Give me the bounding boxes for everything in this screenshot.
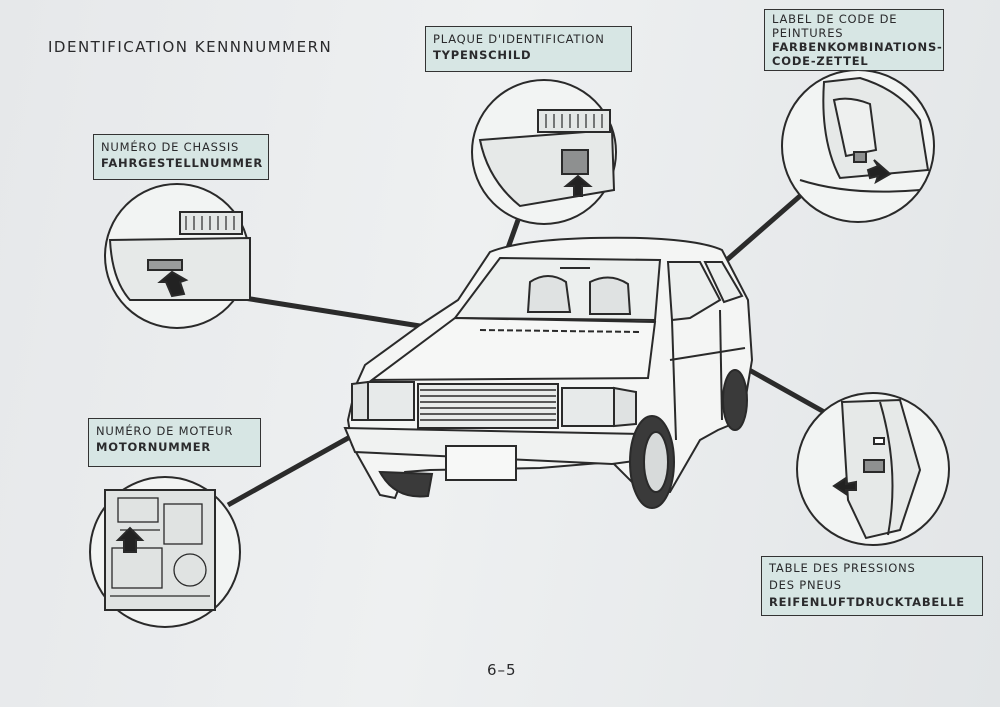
paint-code-label: LABEL DE CODE DE PEINTURES FARBENKOMBINA… <box>764 9 944 71</box>
identification-plate-de: TYPENSCHILD <box>433 48 532 62</box>
tire-pressure-de: REIFENLUFTDRUCKTABELLE <box>769 595 965 609</box>
leader-line-chassis <box>237 294 446 333</box>
page-number: 6–5 <box>487 661 517 679</box>
plate-detail <box>471 79 617 225</box>
car-illustration <box>343 236 754 509</box>
identification-plate-fr: PLAQUE D'IDENTIFICATION <box>433 32 605 46</box>
chassis-detail <box>104 183 251 329</box>
paint-code-de-line1: FARBENKOMBINATIONS- <box>772 40 943 54</box>
identification-plate-label: PLAQUE D'IDENTIFICATION TYPENSCHILD <box>425 26 632 72</box>
engine-number-de: MOTORNUMMER <box>96 440 212 454</box>
engine-detail <box>89 476 241 628</box>
paint-code-de-line2: CODE-ZETTEL <box>772 54 869 68</box>
detail-circles <box>89 69 950 628</box>
chassis-number-label: NUMÉRO DE CHASSIS FAHRGESTELLNUMMER <box>93 134 269 180</box>
engine-number-label: NUMÉRO DE MOTEUR MOTORNUMMER <box>88 418 261 467</box>
paint-code-fr-line2: PEINTURES <box>772 26 844 40</box>
paint-code-detail <box>781 69 935 223</box>
chassis-number-de: FAHRGESTELLNUMMER <box>101 156 264 170</box>
tire-pressure-fr-line2: DES PNEUS <box>769 578 842 592</box>
chassis-number-fr: NUMÉRO DE CHASSIS <box>101 140 240 154</box>
page-title: IDENTIFICATION KENNNUMMERN <box>48 38 333 56</box>
tire-pressure-fr-line1: TABLE DES PRESSIONS <box>769 561 916 575</box>
tire-pressure-detail <box>796 392 950 546</box>
engine-number-fr: NUMÉRO DE MOTEUR <box>96 424 234 438</box>
tire-pressure-label: TABLE DES PRESSIONS DES PNEUS REIFENLUFT… <box>761 556 983 616</box>
paint-code-fr-line1: LABEL DE CODE DE <box>772 12 898 26</box>
